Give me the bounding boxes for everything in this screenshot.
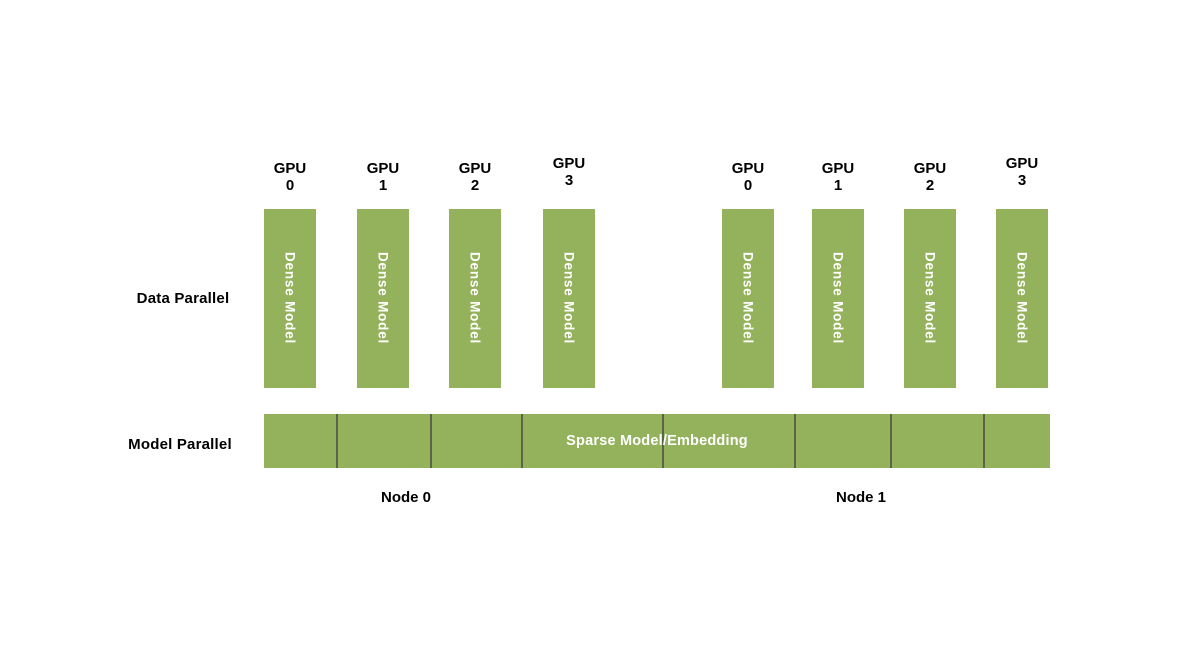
segment-divider xyxy=(890,414,892,468)
gpu-header-line2: 3 xyxy=(1017,172,1027,189)
segment-divider xyxy=(336,414,338,468)
dense-model-bar-label: Dense Model xyxy=(375,252,391,345)
dense-model-bar-node0-gpu0: Dense Model xyxy=(264,209,316,388)
segment-divider xyxy=(430,414,432,468)
gpu-header-line2: 2 xyxy=(470,177,480,194)
gpu-header-line2: 1 xyxy=(378,177,388,194)
segment-divider xyxy=(794,414,796,468)
gpu-header-line1: GPU xyxy=(273,160,307,177)
model-parallel-row-label: Model Parallel xyxy=(128,436,232,453)
gpu-header-line1: GPU xyxy=(366,160,400,177)
dense-model-bar-label: Dense Model xyxy=(561,252,577,345)
gpu-header-line1: GPU xyxy=(1005,155,1039,172)
dense-model-bar-node1-gpu0: Dense Model xyxy=(722,209,774,388)
dense-model-bar-label: Dense Model xyxy=(922,252,938,345)
gpu-header-line2: 2 xyxy=(925,177,935,194)
segment-divider xyxy=(521,414,523,468)
data-parallel-row-label: Data Parallel xyxy=(136,290,230,307)
dense-model-bar-label: Dense Model xyxy=(467,252,483,345)
node0-label: Node 0 xyxy=(380,489,431,506)
dense-model-bar-node0-gpu2: Dense Model xyxy=(449,209,501,388)
gpu-header-line2: 3 xyxy=(564,172,574,189)
gpu-header-line1: GPU xyxy=(458,160,492,177)
dense-model-bar-node1-gpu1: Dense Model xyxy=(812,209,864,388)
dense-model-bar-label: Dense Model xyxy=(1014,252,1030,345)
dense-model-bar-node0-gpu1: Dense Model xyxy=(357,209,409,388)
dense-model-bar-label: Dense Model xyxy=(282,252,298,345)
dense-model-bar-node1-gpu2: Dense Model xyxy=(904,209,956,388)
gpu-header-line1: GPU xyxy=(821,160,855,177)
gpu-header-line2: 0 xyxy=(743,177,753,194)
gpu-header-line2: 0 xyxy=(285,177,295,194)
gpu-header-line1: GPU xyxy=(552,155,586,172)
dense-model-bar-node0-gpu3: Dense Model xyxy=(543,209,595,388)
gpu-header-line1: GPU xyxy=(731,160,765,177)
segment-divider xyxy=(662,414,664,468)
gpu-header-line1: GPU xyxy=(913,160,947,177)
dense-model-bar-label: Dense Model xyxy=(740,252,756,345)
node1-label: Node 1 xyxy=(835,489,886,506)
dense-model-bar-label: Dense Model xyxy=(830,252,846,345)
sparse-model-bar-label: Sparse Model/Embedding xyxy=(566,433,748,449)
sparse-model-bar: Sparse Model/Embedding xyxy=(264,414,1050,468)
dense-model-bar-node1-gpu3: Dense Model xyxy=(996,209,1048,388)
segment-divider xyxy=(983,414,985,468)
gpu-header-line2: 1 xyxy=(833,177,843,194)
